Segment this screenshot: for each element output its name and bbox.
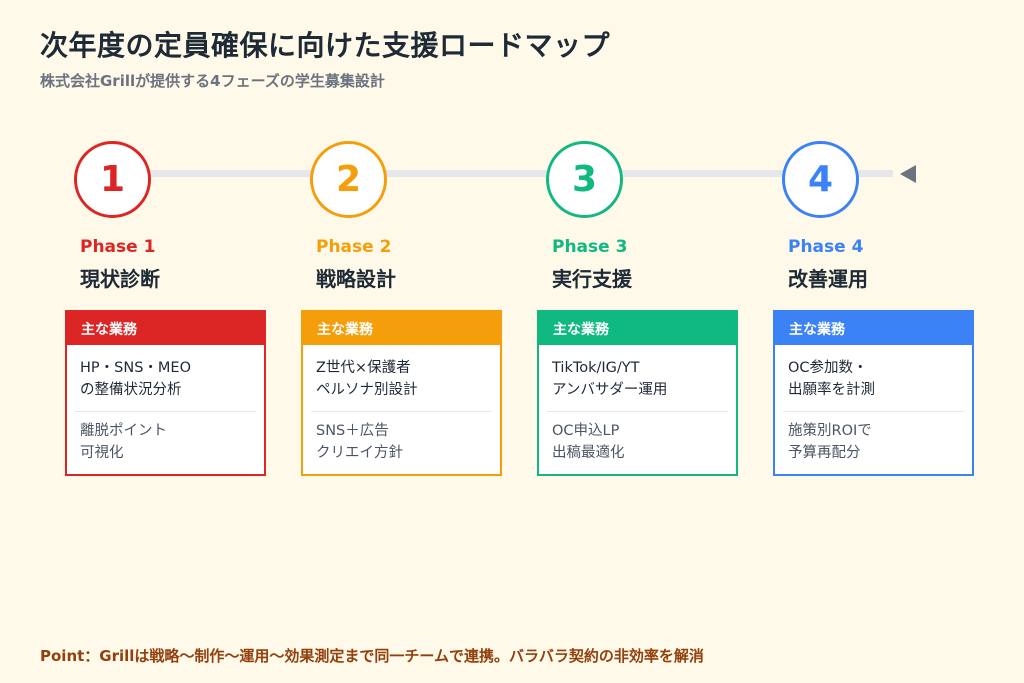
card-divider <box>311 411 492 412</box>
card-secondary-task: 施策別ROIで 予算再配分 <box>788 423 872 461</box>
phase-card: 主な業務 OC参加数・ 出願率を計測 施策別ROIで 予算再配分 <box>773 310 974 476</box>
card-divider <box>547 411 728 412</box>
card-primary-task: TikTok/IG/YT アンバサダー運用 <box>552 360 668 398</box>
card-header: 主な業務 <box>67 312 264 345</box>
card-primary-task: Z世代×保護者 ペルソナ別設計 <box>316 360 418 398</box>
phase-label: Phase 4 <box>788 237 864 257</box>
timeline-line <box>112 170 893 177</box>
phase-label: Phase 1 <box>80 237 156 257</box>
phase-number-circle: 4 <box>782 141 859 218</box>
phase-label: Phase 3 <box>552 237 628 257</box>
card-secondary-task: OC申込LP 出稿最適化 <box>552 423 625 461</box>
phase-label: Phase 2 <box>316 237 392 257</box>
card-secondary-task: SNS＋広告 クリエイ方針 <box>316 423 403 461</box>
page-subtitle: 株式会社Grillが提供する4フェーズの学生募集設計 <box>40 72 385 90</box>
phase-number-circle: 1 <box>74 141 151 218</box>
phase-number-circle: 2 <box>310 141 387 218</box>
footer-point: Point：Grillは戦略〜制作〜運用〜効果測定まで同一チームで連携。バラバラ… <box>40 647 704 665</box>
phase-name: 改善運用 <box>788 267 868 291</box>
card-header: 主な業務 <box>775 312 972 345</box>
phase-card: 主な業務 TikTok/IG/YT アンバサダー運用 OC申込LP 出稿最適化 <box>537 310 738 476</box>
page-title: 次年度の定員確保に向けた支援ロードマップ <box>40 29 611 62</box>
phase-card: 主な業務 HP・SNS・MEO の整備状況分析 離脱ポイント 可視化 <box>65 310 266 476</box>
card-header: 主な業務 <box>539 312 736 345</box>
phase-name: 現状診断 <box>80 267 160 291</box>
card-primary-task: HP・SNS・MEO の整備状況分析 <box>80 360 191 398</box>
phase-name: 実行支援 <box>552 267 632 291</box>
card-secondary-task: 離脱ポイント 可視化 <box>80 423 167 461</box>
triangle-left-icon <box>900 165 916 183</box>
card-header: 主な業務 <box>303 312 500 345</box>
phase-number-circle: 3 <box>546 141 623 218</box>
phase-card: 主な業務 Z世代×保護者 ペルソナ別設計 SNS＋広告 クリエイ方針 <box>301 310 502 476</box>
card-divider <box>75 411 256 412</box>
card-divider <box>783 411 964 412</box>
phase-name: 戦略設計 <box>316 267 396 291</box>
card-primary-task: OC参加数・ 出願率を計測 <box>788 360 875 398</box>
